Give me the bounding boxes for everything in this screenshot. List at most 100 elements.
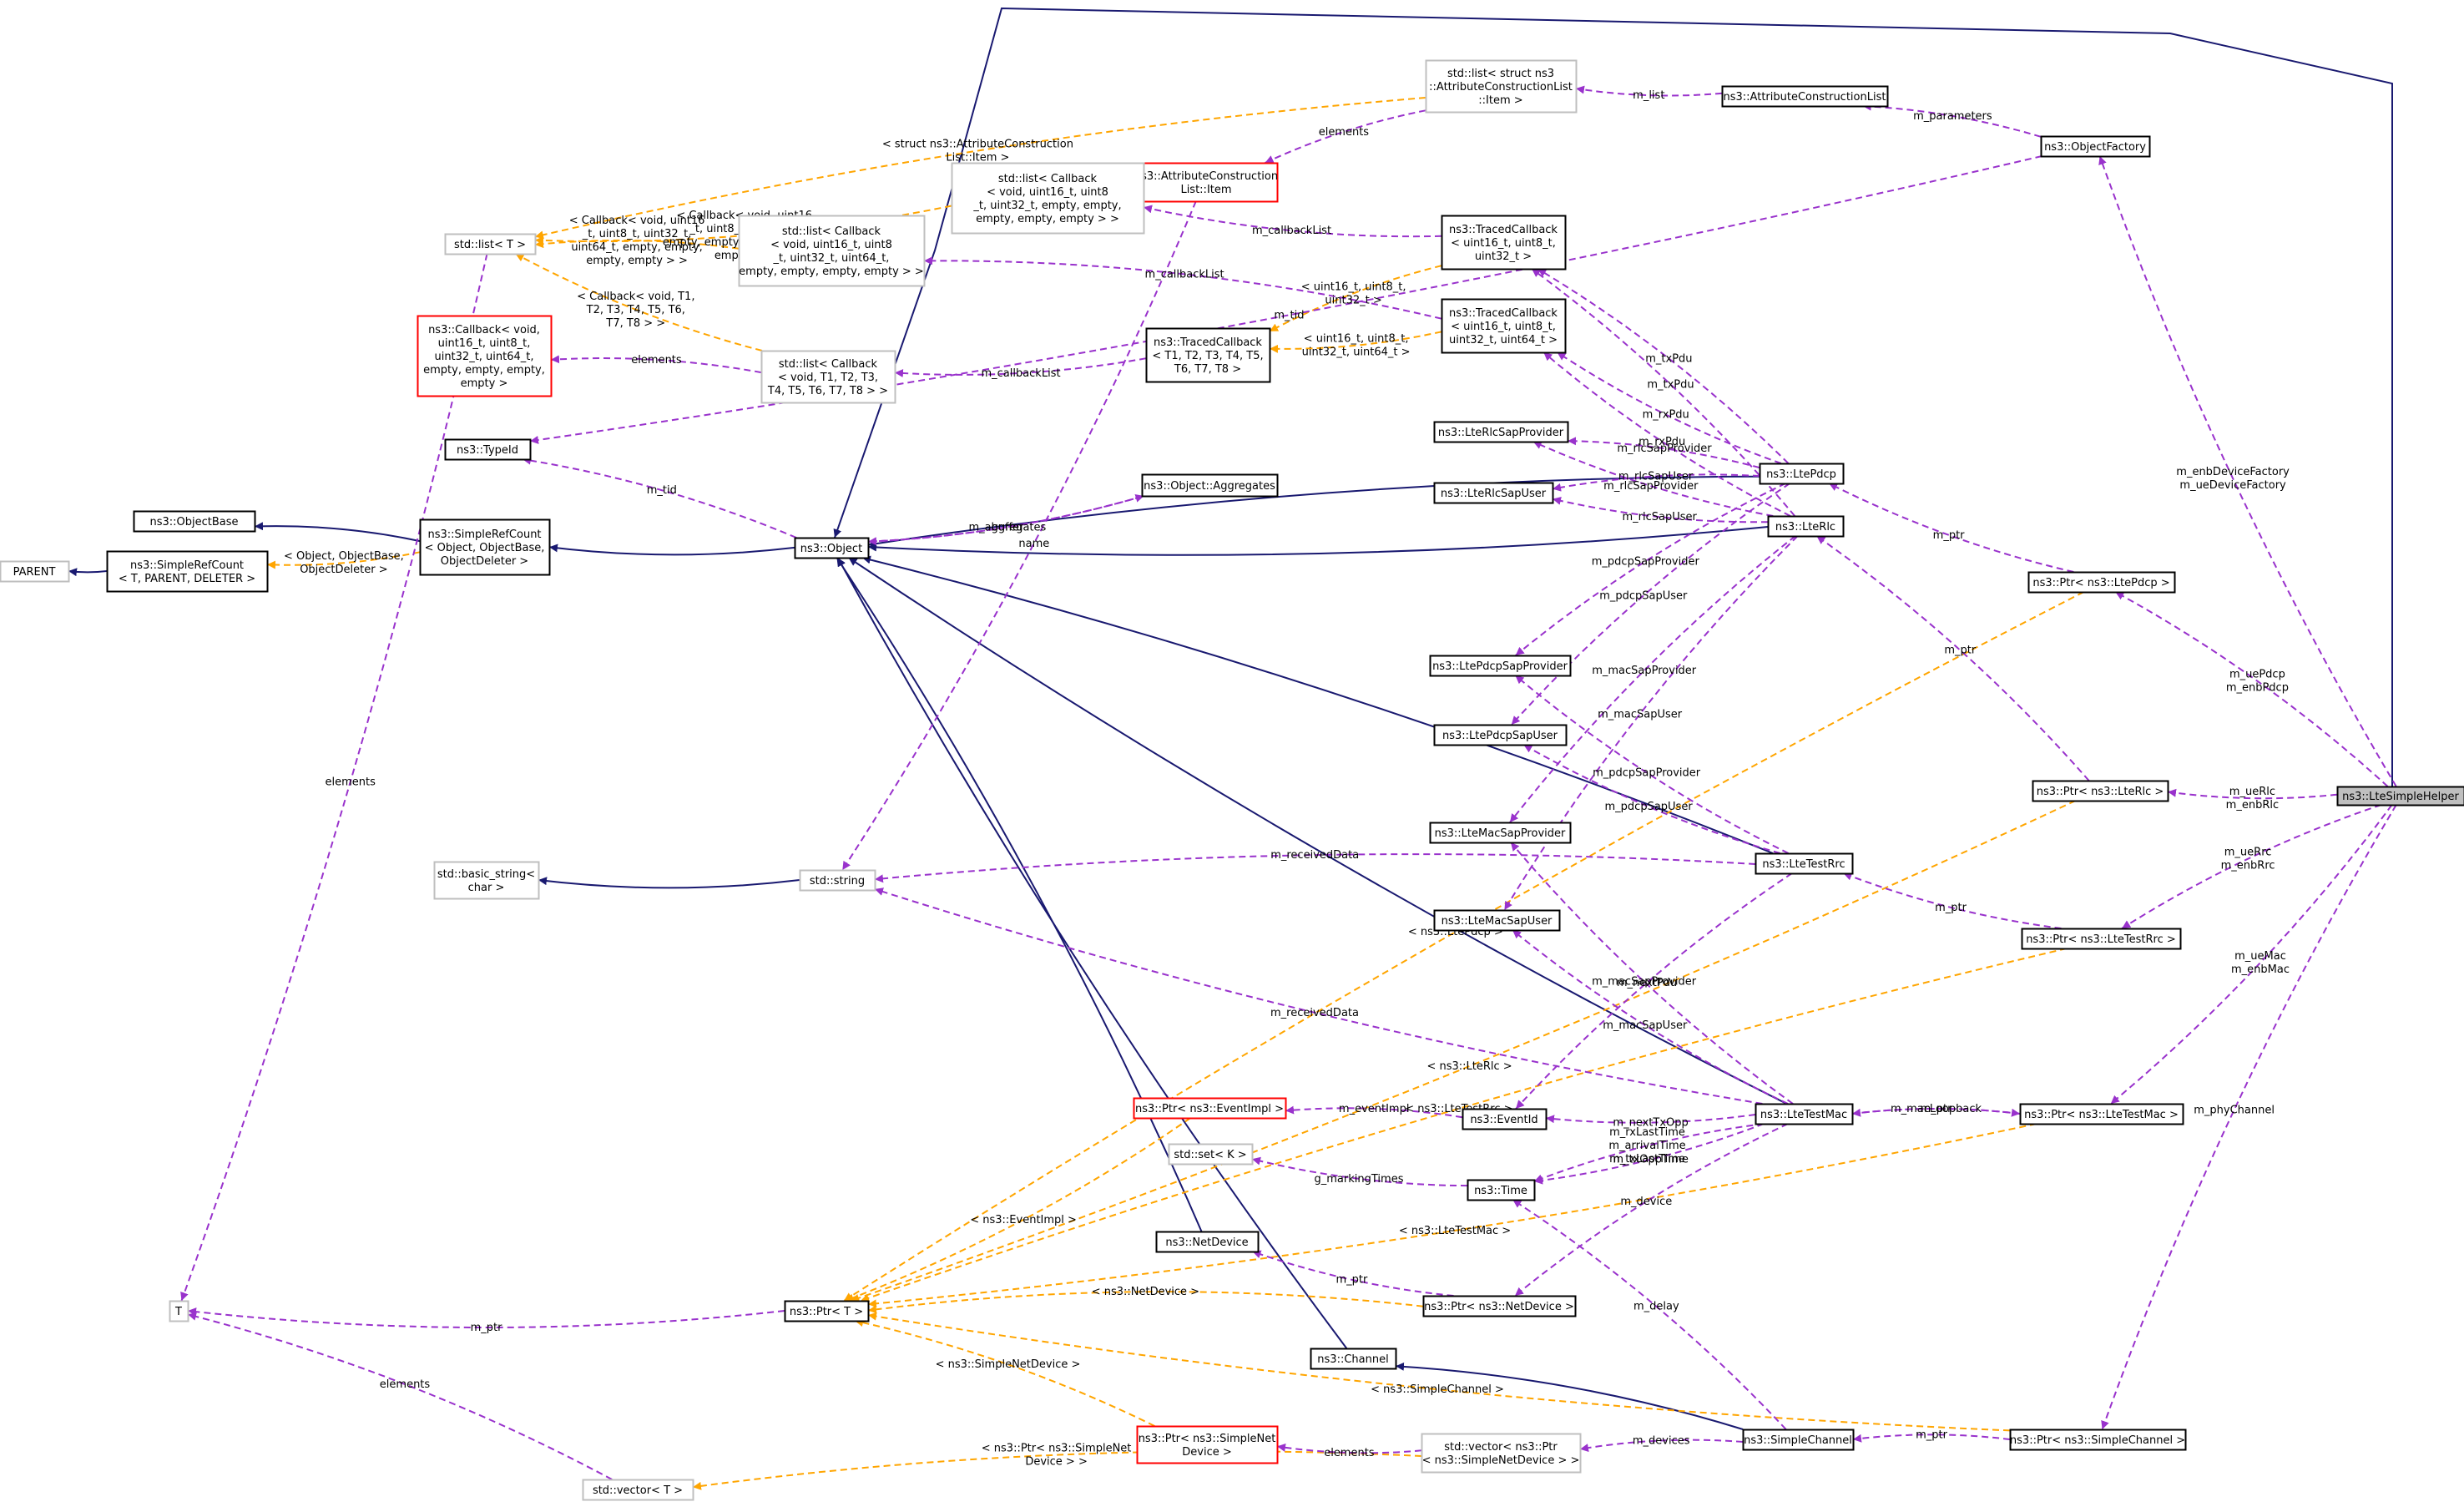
edge-label: m_pdcpSapUser xyxy=(1599,590,1688,603)
class-node-aggregates[interactable]: ns3::Object::Aggregates xyxy=(1141,473,1279,498)
node-label: std::list< Callback xyxy=(782,225,881,238)
class-node-attr-item[interactable]: ns3::AttributeConstructionList::Item xyxy=(1134,162,1279,203)
class-node-simplerefcount-obj[interactable]: ns3::SimpleRefCount< Object, ObjectBase,… xyxy=(419,518,551,576)
class-node-lte-test-mac[interactable]: ns3::LteTestMac xyxy=(1755,1103,1854,1125)
edge-label: m_tid xyxy=(647,484,677,497)
class-node-attr-constr-list[interactable]: ns3::AttributeConstructionList xyxy=(1721,85,1889,108)
edge-label: m_delay xyxy=(1633,1301,1679,1313)
class-node-std-vector-t[interactable]: std::vector< T > xyxy=(582,1479,694,1501)
node-label: ns3::LteTestRrc xyxy=(1762,858,1845,871)
class-node-callback-node[interactable]: ns3::Callback< void,uint16_t, uint8_t,ui… xyxy=(417,315,553,397)
node-label: ns3::LtePdcpSapUser xyxy=(1442,730,1558,742)
class-node-ptr-lte-test-mac[interactable]: ns3::Ptr< ns3::LteTestMac > xyxy=(2019,1103,2184,1125)
class-node-mac-sap-provider[interactable]: ns3::LteMacSapProvider xyxy=(1429,822,1572,844)
class-node-objectbase[interactable]: ns3::ObjectBase xyxy=(133,510,256,533)
edge-label: m_devices xyxy=(1633,1435,1690,1448)
node-label: T xyxy=(174,1306,182,1318)
class-node-eventid[interactable]: ns3::EventId xyxy=(1462,1108,1548,1130)
class-node-parent[interactable]: PARENT xyxy=(0,560,70,583)
edge-label: m_rxLastTime xyxy=(1609,1126,1685,1139)
class-node-tracedcb-b[interactable]: ns3::TracedCallback< uint16_t, uint8_t,u… xyxy=(1441,298,1567,354)
node-label: ns3::TypeId xyxy=(457,444,518,457)
class-node-lte-rlc[interactable]: ns3::LteRlc xyxy=(1767,515,1845,538)
edge-label: empty, empty > > xyxy=(586,255,688,267)
class-node-ptr-simple-channel[interactable]: ns3::Ptr< ns3::SimpleChannel > xyxy=(2009,1429,2187,1451)
class-node-t-node[interactable]: T xyxy=(169,1300,189,1322)
class-node-ptr-t[interactable]: ns3::Ptr< T > xyxy=(784,1300,870,1322)
edge-label: m_ueRlc xyxy=(2229,786,2275,798)
class-node-lte-simple-helper[interactable]: ns3::LteSimpleHelper xyxy=(2336,786,2464,807)
usage-edge xyxy=(1815,535,2090,781)
inheritance-edge xyxy=(836,557,1203,1232)
class-node-ptr-lte-pdcp[interactable]: ns3::Ptr< ns3::LtePdcp > xyxy=(2027,571,2176,594)
class-node-stdlist-t[interactable]: std::list< T > xyxy=(444,233,537,255)
class-node-simple-channel[interactable]: ns3::SimpleChannel xyxy=(1742,1429,1855,1451)
edge-label-layer: < Object, ObjectBase,ObjectDeleter >< st… xyxy=(284,89,2290,1468)
class-node-object[interactable]: ns3::Object xyxy=(794,537,870,559)
usage-edge xyxy=(1532,441,1774,517)
usage-edge xyxy=(1852,1434,2011,1443)
node-label: ns3::Object::Aggregates xyxy=(1144,480,1275,493)
node-label: ns3::TracedCallback xyxy=(1154,336,1262,349)
class-node-tracedcb-t[interactable]: ns3::TracedCallback< T1, T2, T3, T4, T5,… xyxy=(1145,327,1271,383)
class-node-rlc-sap-provider[interactable]: ns3::LteRlcSapProvider xyxy=(1433,421,1569,443)
node-box xyxy=(1759,463,1845,485)
node-box xyxy=(1136,1425,1279,1464)
node-label: std::vector< T > xyxy=(593,1484,683,1497)
class-node-lte-test-rrc[interactable]: ns3::LteTestRrc xyxy=(1755,852,1854,875)
node-box xyxy=(799,869,876,892)
class-node-vector-ptr-snd[interactable]: std::vector< ns3::Ptr< ns3::SimpleNetDev… xyxy=(1421,1433,1582,1474)
class-node-simplerefcount-t[interactable]: ns3::SimpleRefCount< T, PARENT, DELETER … xyxy=(106,550,269,593)
usage-edge xyxy=(1285,1105,1463,1119)
edge-label: m_ueRrc xyxy=(2224,847,2272,859)
edge-label: < Callback< void, uint16 xyxy=(569,215,705,227)
class-node-stdlist-cb-a[interactable]: std::list< Callback< void, uint16_t, uin… xyxy=(951,162,1145,235)
edge-label: elements xyxy=(1319,126,1370,139)
template-edge xyxy=(1269,265,1442,332)
class-node-ptr-simplenetdevice[interactable]: ns3::Ptr< ns3::SimpleNetDevice > xyxy=(1136,1425,1279,1464)
usage-edge xyxy=(1828,483,2074,573)
class-node-pdcp-sap-provider[interactable]: ns3::LtePdcpSapProvider xyxy=(1429,655,1572,677)
usage-edge xyxy=(2114,591,2389,787)
class-node-lte-pdcp[interactable]: ns3::LtePdcp xyxy=(1759,463,1845,485)
node-box xyxy=(2032,780,2169,802)
class-node-typeid[interactable]: ns3::TypeId xyxy=(444,438,532,461)
edge-label: elements xyxy=(1324,1447,1375,1459)
class-node-rlc-sap-user[interactable]: ns3::LteRlcSapUser xyxy=(1433,482,1554,504)
class-node-basic-string[interactable]: std::basic_string<char > xyxy=(433,861,540,900)
class-node-ptr-eventimpl[interactable]: ns3::Ptr< ns3::EventImpl > xyxy=(1133,1097,1287,1120)
class-node-channel[interactable]: ns3::Channel xyxy=(1310,1348,1397,1370)
class-node-netdevice[interactable]: ns3::NetDevice xyxy=(1155,1231,1260,1253)
edge-label: m_aggregates xyxy=(969,521,1047,533)
class-node-tracedcb-a[interactable]: ns3::TracedCallback< uint16_t, uint8_t,u… xyxy=(1441,215,1567,271)
class-node-mac-sap-user[interactable]: ns3::LteMacSapUser xyxy=(1433,909,1561,932)
inheritance-edge xyxy=(836,557,1348,1349)
class-node-std-set[interactable]: std::set< K > xyxy=(1168,1143,1254,1166)
class-node-stdlist-cb-c[interactable]: std::list< Callback< void, T1, T2, T3,T4… xyxy=(760,350,896,404)
edge-label: m_eventImpl xyxy=(1339,1103,1410,1115)
class-node-time[interactable]: ns3::Time xyxy=(1467,1179,1536,1201)
class-node-stdlist-cb-b[interactable]: std::list< Callback< void, uint16_t, uin… xyxy=(738,215,926,287)
edge-label: m_callbackList xyxy=(1252,225,1331,237)
edge-label: m_pdcpSapProvider xyxy=(1592,555,1700,568)
node-label: < void, uint16_t, uint8 xyxy=(987,186,1108,199)
class-node-stdlist-item[interactable]: std::list< struct ns3::AttributeConstruc… xyxy=(1425,59,1578,114)
node-label: ns3::SimpleRefCount xyxy=(130,559,244,572)
class-node-object-factory[interactable]: ns3::ObjectFactory xyxy=(2040,135,2151,158)
edge-label: < ns3::EventImpl > xyxy=(970,1214,1077,1226)
edge-label: elements xyxy=(326,776,376,789)
edge-label: m_macSapProvider xyxy=(1592,976,1697,989)
edge-layer xyxy=(68,7,2397,1490)
node-box xyxy=(582,1479,694,1501)
template-edge xyxy=(534,239,740,250)
usage-edge xyxy=(1862,102,2042,138)
node-label: < uint16_t, uint8_t, xyxy=(1451,237,1556,250)
class-node-ptr-netdevice[interactable]: ns3::Ptr< ns3::NetDevice > xyxy=(1422,1295,1577,1317)
class-node-ptr-lte-test-rrc[interactable]: ns3::Ptr< ns3::LteTestRrc > xyxy=(2021,928,2182,950)
class-node-std-string[interactable]: std::string xyxy=(799,869,876,892)
class-node-pdcp-sap-user[interactable]: ns3::LtePdcpSapUser xyxy=(1433,724,1568,746)
inheritance-edge xyxy=(833,7,2393,786)
node-label: ns3::LteSimpleHelper xyxy=(2342,791,2459,803)
class-node-ptr-lte-rlc[interactable]: ns3::Ptr< ns3::LteRlc > xyxy=(2032,780,2169,802)
